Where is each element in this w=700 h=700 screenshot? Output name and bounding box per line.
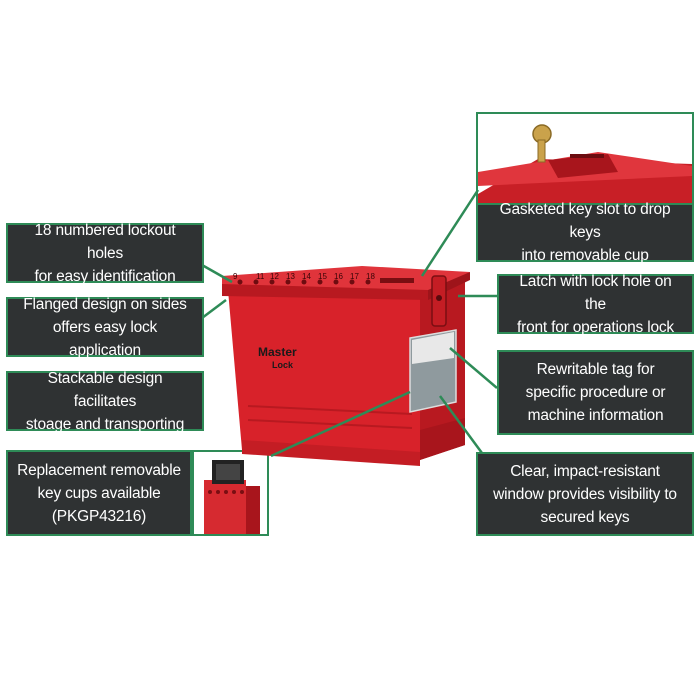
lid-number: 15 (318, 272, 327, 281)
callout-rewritable-tag-text: Rewritable tag for specific procedure or… (525, 361, 666, 424)
box-front-face (228, 290, 420, 460)
callout-latch: Latch with lock hole on the front for op… (497, 273, 694, 336)
callout-window-text: Clear, impact-resistant window provides … (493, 462, 677, 526)
callout-numbered-holes-text: 18 numbered lockout holes for easy ident… (34, 221, 176, 285)
callout-replacement-cups: Replacement removable key cups available… (6, 450, 192, 536)
callout-window: Clear, impact-resistant window provides … (476, 452, 694, 536)
lid-number: 18 (366, 272, 375, 281)
key-slot (380, 278, 414, 283)
lid-number: 9 (233, 272, 238, 281)
front-ribs (247, 405, 413, 429)
lid-number: 16 (334, 272, 343, 281)
leader-cups (270, 390, 411, 458)
callout-flanged-design: Flanged design on sides offers easy lock… (6, 296, 204, 359)
callout-stackable: Stackable design facilitates stoage and … (6, 370, 204, 433)
brand-logo-sub: Lock (272, 360, 294, 370)
callout-numbered-holes: 18 numbered lockout holes for easy ident… (6, 222, 204, 285)
leader-numbered-holes (201, 263, 233, 284)
callout-latch-text: Latch with lock hole on the front for op… (517, 272, 674, 336)
leader-key-slot (420, 189, 480, 277)
callout-flanged-design-text: Flanged design on sides offers easy lock… (23, 295, 187, 359)
brand-logo: Master (258, 345, 297, 359)
lockout-holes (237, 279, 371, 285)
callout-key-slot-text: Gasketed key slot to drop keys into remo… (499, 201, 671, 264)
lid-number: 11 (256, 272, 265, 281)
callout-replacement-cups-text: Replacement removable key cups available… (17, 461, 181, 525)
leader-tag (449, 347, 498, 389)
lid-number: 14 (302, 272, 311, 281)
lid-number: 13 (286, 272, 295, 281)
lid-number-labels: 9 11 12 13 14 15 16 17 18 (233, 272, 375, 281)
key-cup-photo (192, 450, 269, 536)
callout-key-slot: Gasketed key slot to drop keys into remo… (476, 201, 694, 264)
leader-flanged (201, 299, 227, 319)
callout-rewritable-tag: Rewritable tag for specific procedure or… (497, 350, 694, 435)
leader-lines (201, 189, 498, 469)
lid-number: 12 (270, 272, 279, 281)
callout-stackable-text: Stackable design facilitates stoage and … (25, 369, 185, 433)
key-cup-drawing (194, 452, 267, 534)
lid-number: 17 (350, 272, 359, 281)
rewritable-tag (412, 332, 454, 364)
